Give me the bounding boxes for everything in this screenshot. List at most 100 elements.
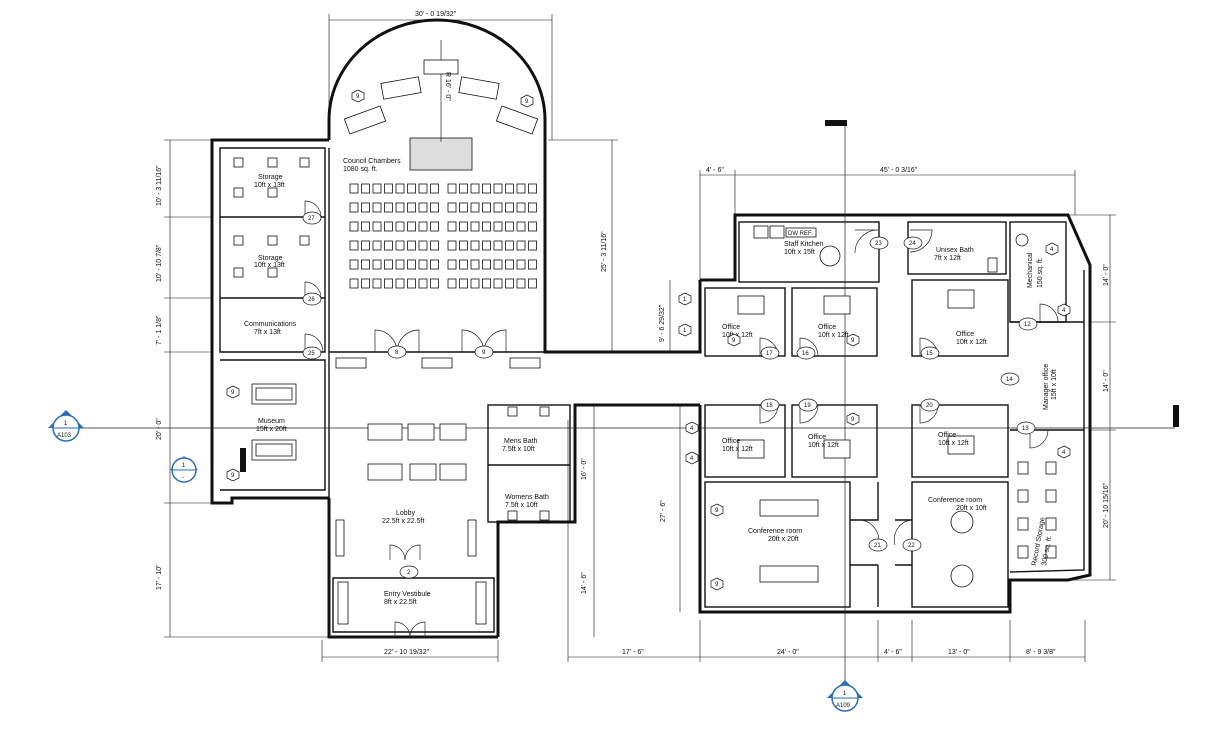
council-seat bbox=[482, 259, 491, 270]
council-seat bbox=[407, 240, 416, 251]
council-seat bbox=[430, 278, 439, 289]
council-seat bbox=[407, 202, 416, 213]
council-seat bbox=[430, 202, 439, 213]
council-seat bbox=[361, 278, 370, 289]
council-seat bbox=[482, 240, 491, 251]
hex-tag-9-council-b: 9 bbox=[525, 99, 529, 105]
dim-bottom-d: 13' - 0" bbox=[948, 649, 970, 656]
council-seat bbox=[349, 202, 359, 213]
room-kitchen-size: 10ft x 15ft bbox=[784, 249, 815, 256]
council-seat bbox=[482, 221, 491, 232]
door-tag-20: 20 bbox=[926, 403, 933, 409]
dim-bottom-b: 24' - 0" bbox=[777, 649, 799, 656]
door-tag-23: 23 bbox=[875, 241, 882, 247]
council-seat bbox=[395, 221, 405, 232]
council-seat bbox=[505, 278, 514, 289]
council-seat bbox=[349, 278, 359, 289]
council-seat bbox=[407, 278, 416, 289]
council-seat bbox=[528, 183, 537, 194]
dim-storage1: 10' - 3 11/16" bbox=[156, 165, 163, 206]
room-office3-name: Office bbox=[956, 331, 974, 338]
dim-east-wall: 9' - 6 29/32" bbox=[659, 304, 666, 342]
dim-comm: 7' - 1 1/8" bbox=[156, 315, 163, 345]
council-seat bbox=[384, 183, 393, 194]
dim-east-small: 4' - 6" bbox=[706, 167, 724, 174]
council-seat bbox=[384, 278, 393, 289]
dim-entry: 14' - 6" bbox=[581, 572, 588, 594]
council-seat bbox=[372, 183, 382, 194]
room-office5-size: 10ft x 12ft bbox=[808, 442, 839, 449]
room-mech-name: Mechanical bbox=[1027, 252, 1034, 288]
council-seat bbox=[395, 240, 405, 251]
hex-tag-9-museum: 9 bbox=[231, 390, 235, 396]
council-seat bbox=[372, 278, 382, 289]
room-office6-size: 10ft x 12ft bbox=[938, 440, 969, 447]
council-seat bbox=[395, 183, 405, 194]
council-seat bbox=[470, 240, 480, 251]
door-tag-24: 24 bbox=[909, 241, 916, 247]
hex-tag-4-mgr: 4 bbox=[1062, 308, 1066, 314]
council-seat bbox=[459, 240, 468, 251]
council-seat bbox=[505, 240, 514, 251]
council-seat bbox=[372, 202, 382, 213]
door-tag-21: 21 bbox=[874, 543, 881, 549]
council-seat bbox=[372, 259, 382, 270]
council-seat bbox=[528, 202, 537, 213]
section-bottom-sheet: A109 bbox=[836, 703, 851, 709]
council-seat bbox=[407, 183, 416, 194]
dim-bottom-e: 8' - 9 3/8" bbox=[1026, 649, 1056, 656]
council-seat bbox=[349, 240, 359, 251]
section-marker-bottom: 1 A109 bbox=[827, 680, 863, 712]
council-seat bbox=[430, 183, 439, 194]
council-seat bbox=[349, 221, 359, 232]
council-seat bbox=[505, 221, 514, 232]
hex-tag-1-a: 1 bbox=[683, 297, 687, 303]
council-seat bbox=[528, 221, 537, 232]
dim-right-top: 14' - 0" bbox=[1103, 264, 1110, 286]
council-seat bbox=[418, 259, 428, 270]
council-seat bbox=[447, 240, 457, 251]
door-tag-14: 14 bbox=[1006, 377, 1013, 383]
dim-conf: 27' - 6" bbox=[660, 500, 667, 522]
door-tag-27: 27 bbox=[308, 216, 315, 222]
door-tag-9: 9 bbox=[482, 350, 486, 356]
room-storage1-name: Storage bbox=[258, 174, 283, 181]
room-office2-name: Office bbox=[818, 324, 836, 331]
room-mens-size: 7.5ft x 10ft bbox=[502, 446, 535, 453]
room-unisex-size: 7ft x 12ft bbox=[934, 255, 961, 262]
hex-tag-4-rec: 4 bbox=[1062, 450, 1066, 456]
council-seat bbox=[447, 278, 457, 289]
council-seat bbox=[407, 221, 416, 232]
section-bottom-number: 1 bbox=[843, 691, 847, 697]
council-seat bbox=[395, 278, 405, 289]
room-mens-name: Mens Bath bbox=[504, 438, 538, 445]
council-seat bbox=[493, 278, 503, 289]
council-seat bbox=[395, 202, 405, 213]
room-storage2-size: 10ft x 13ft bbox=[254, 262, 285, 269]
hex-tag-9-council-a: 9 bbox=[356, 94, 360, 100]
council-seat bbox=[470, 183, 480, 194]
council-seat bbox=[493, 259, 503, 270]
room-storage1-size: 10ft x 13ft bbox=[254, 182, 285, 189]
council-seat bbox=[516, 221, 526, 232]
dim-storage2: 10' - 10 7/8" bbox=[156, 244, 163, 282]
dim-museum: 20' - 0" bbox=[156, 418, 163, 440]
council-seat bbox=[470, 259, 480, 270]
council-seat bbox=[447, 259, 457, 270]
room-entry-name: Entry Vestibule bbox=[384, 591, 431, 598]
council-seat bbox=[361, 259, 370, 270]
council-seat bbox=[418, 183, 428, 194]
dim-right-mid: 14' - 0" bbox=[1103, 370, 1110, 392]
hex-tag-9-office: 9 bbox=[851, 417, 855, 423]
room-office6-name: Office bbox=[938, 432, 956, 439]
door-tag-16: 16 bbox=[802, 351, 809, 357]
council-seat bbox=[418, 240, 428, 251]
east-furniture bbox=[507, 225, 1057, 588]
council-seat bbox=[459, 278, 468, 289]
dim-lobby: 17' - 10" bbox=[156, 564, 163, 590]
door-tag-13: 13 bbox=[1022, 426, 1029, 432]
grid-bubble-right bbox=[1173, 405, 1179, 427]
section-left-number: 1 bbox=[64, 421, 68, 427]
room-manager-name: Manager office bbox=[1043, 364, 1050, 410]
council-seat bbox=[361, 183, 370, 194]
